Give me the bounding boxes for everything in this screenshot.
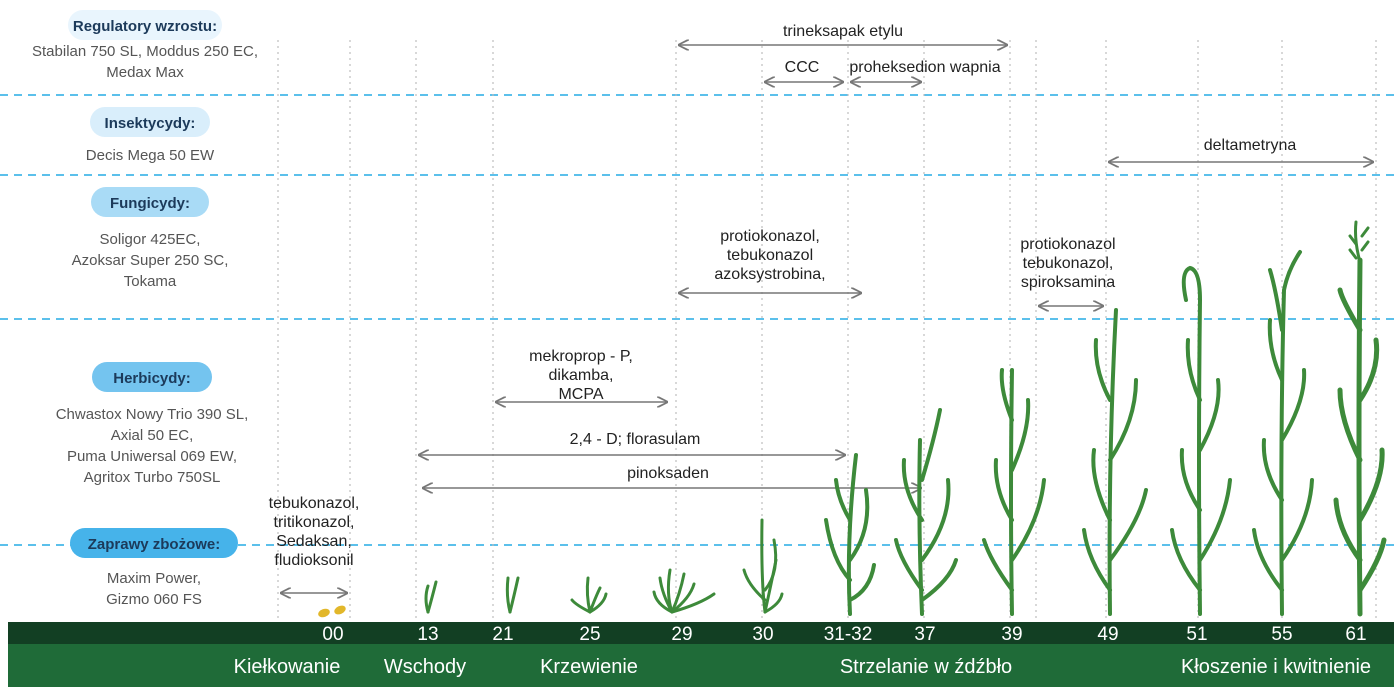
category-pill: [68, 10, 222, 40]
plant-stage-29-icon: [652, 568, 716, 614]
plant-stage-37-icon: [894, 408, 958, 616]
product-name: Agritox Turbo 750SL: [84, 469, 221, 486]
category-legend: Regulatory wzrostu: Stabilan 750 SL, Modd…: [32, 10, 258, 608]
range-label: tebukonazol: [727, 247, 813, 264]
range-label: MCPA: [558, 386, 603, 403]
plant-stage-13-icon: [424, 580, 438, 614]
phase-label: Strzelanie w źdźbło: [840, 656, 1012, 678]
plant-stage-30-icon: [742, 518, 784, 614]
product-name: Stabilan 750 SL, Moddus 250 EC,: [32, 43, 258, 60]
range-3: deltametryna: [1109, 137, 1373, 162]
product-name: Axial 50 EC,: [111, 427, 194, 444]
range-label: Sedaksan,: [276, 533, 352, 550]
category-label: Herbicydy:: [113, 370, 191, 387]
category-2: Fungicydy: Soligor 425EC, Azoksar Super 25…: [72, 187, 229, 290]
range-9: tebukonazol, tritikonazol, Sedaksan, fludio…: [269, 495, 360, 593]
range-label: tritikonazol,: [274, 514, 355, 531]
product-name: Tokama: [124, 273, 177, 290]
category-label: Regulatory wzrostu:: [73, 18, 217, 35]
plant-stage-51-icon: [1170, 265, 1232, 616]
range-2: proheksedion wapnia: [849, 59, 1001, 82]
category-label: Insektycydy:: [105, 115, 196, 132]
plant-illustrations: [318, 220, 1387, 618]
seed-icon: [318, 608, 330, 618]
range-0: trineksapak etylu: [679, 23, 1007, 45]
plant-stage-49-icon: [1082, 308, 1148, 616]
stage-label: 13: [417, 624, 438, 645]
phase-label: Kłoszenie i kwitnienie: [1181, 656, 1371, 678]
category-pill: [92, 362, 212, 392]
range-label: pinoksaden: [627, 465, 709, 482]
stage-label: 30: [752, 624, 773, 645]
range-4: protiokonazol, tebukonazol azoksystrobina,: [679, 228, 861, 293]
stage-label: 49: [1097, 624, 1118, 645]
phase-label: Kiełkowanie: [234, 656, 341, 678]
range-label: trineksapak etylu: [783, 23, 903, 40]
range-label: dikamba,: [549, 367, 614, 384]
stage-label: 55: [1271, 624, 1292, 645]
seed-icon: [334, 605, 346, 615]
plant-stage-39-icon: [982, 368, 1046, 616]
range-1: CCC: [765, 59, 843, 82]
stage-label: 00: [322, 624, 343, 645]
plant-stage-25-icon: [570, 576, 608, 614]
category-4: Zaprawy zbożowe: Maxim Power, Gizmo 060 FS: [70, 528, 238, 608]
range-label: tebukonazol,: [269, 495, 360, 512]
phase-label: Krzewienie: [540, 656, 638, 678]
phase-labels: Kiełkowanie Wschody Krzewienie Strzelanie w…: [234, 656, 1371, 678]
range-6: mekroprop - P, dikamba, MCPA: [496, 348, 667, 403]
stage-label: 29: [671, 624, 692, 645]
range-label: azoksystrobina,: [714, 266, 825, 283]
range-7: 2,4 - D; florasulam: [419, 431, 845, 455]
stage-label: 37: [914, 624, 935, 645]
category-pill: [70, 528, 238, 558]
range-label: proheksedion wapnia: [849, 59, 1000, 76]
product-name: Azoksar Super 250 SC,: [72, 252, 229, 269]
range-label: 2,4 - D; florasulam: [570, 431, 701, 448]
category-0: Regulatory wzrostu: Stabilan 750 SL, Modd…: [32, 10, 258, 81]
range-label: deltametryna: [1204, 137, 1297, 154]
stage-number-band: [8, 622, 1394, 644]
category-pill: [91, 187, 209, 217]
range-label: CCC: [785, 59, 820, 76]
product-name: Chwastox Nowy Trio 390 SL,: [56, 406, 249, 423]
plant-stage-61-icon: [1333, 220, 1387, 617]
phase-label: Wschody: [384, 656, 466, 678]
stage-label: 25: [579, 624, 600, 645]
range-label: protiokonazol,: [720, 228, 820, 245]
stage-label: 61: [1345, 624, 1366, 645]
phase-band: [8, 644, 1394, 687]
plant-stage-55-icon: [1252, 250, 1314, 616]
product-name: Decis Mega 50 EW: [86, 147, 215, 164]
product-name: Medax Max: [106, 64, 184, 81]
range-label: spiroksamina: [1021, 274, 1115, 291]
product-name: Puma Uniwersal 069 EW,: [67, 448, 237, 465]
stage-label: 21: [492, 624, 513, 645]
stage-label: 31-32: [824, 624, 873, 645]
plant-stage-31-32-icon: [824, 453, 876, 616]
category-label: Zaprawy zbożowe:: [88, 536, 221, 553]
range-label: mekroprop - P,: [529, 348, 633, 365]
range-label: tebukonazol,: [1023, 255, 1114, 272]
plant-stage-21-icon: [505, 576, 520, 614]
range-8: pinoksaden: [423, 465, 921, 488]
category-3: Herbicydy: Chwastox Nowy Trio 390 SL, Axia…: [56, 362, 249, 486]
stage-label: 39: [1001, 624, 1022, 645]
range-label: protiokonazol: [1020, 236, 1115, 253]
stage-label: 51: [1186, 624, 1207, 645]
category-pill: [90, 107, 210, 137]
range-label: fludioksonil: [274, 552, 353, 569]
product-name: Soligor 425EC,: [100, 231, 201, 248]
stage-labels: 00 13 21 25 29 30 31-32 37 39 49 51 55 61: [322, 624, 1366, 645]
product-name: Maxim Power,: [107, 570, 201, 587]
product-name: Gizmo 060 FS: [106, 591, 202, 608]
category-label: Fungicydy:: [110, 195, 190, 212]
category-1: Insektycydy: Decis Mega 50 EW: [86, 107, 215, 164]
range-5: protiokonazol tebukonazol, spiroksamina: [1020, 236, 1116, 306]
